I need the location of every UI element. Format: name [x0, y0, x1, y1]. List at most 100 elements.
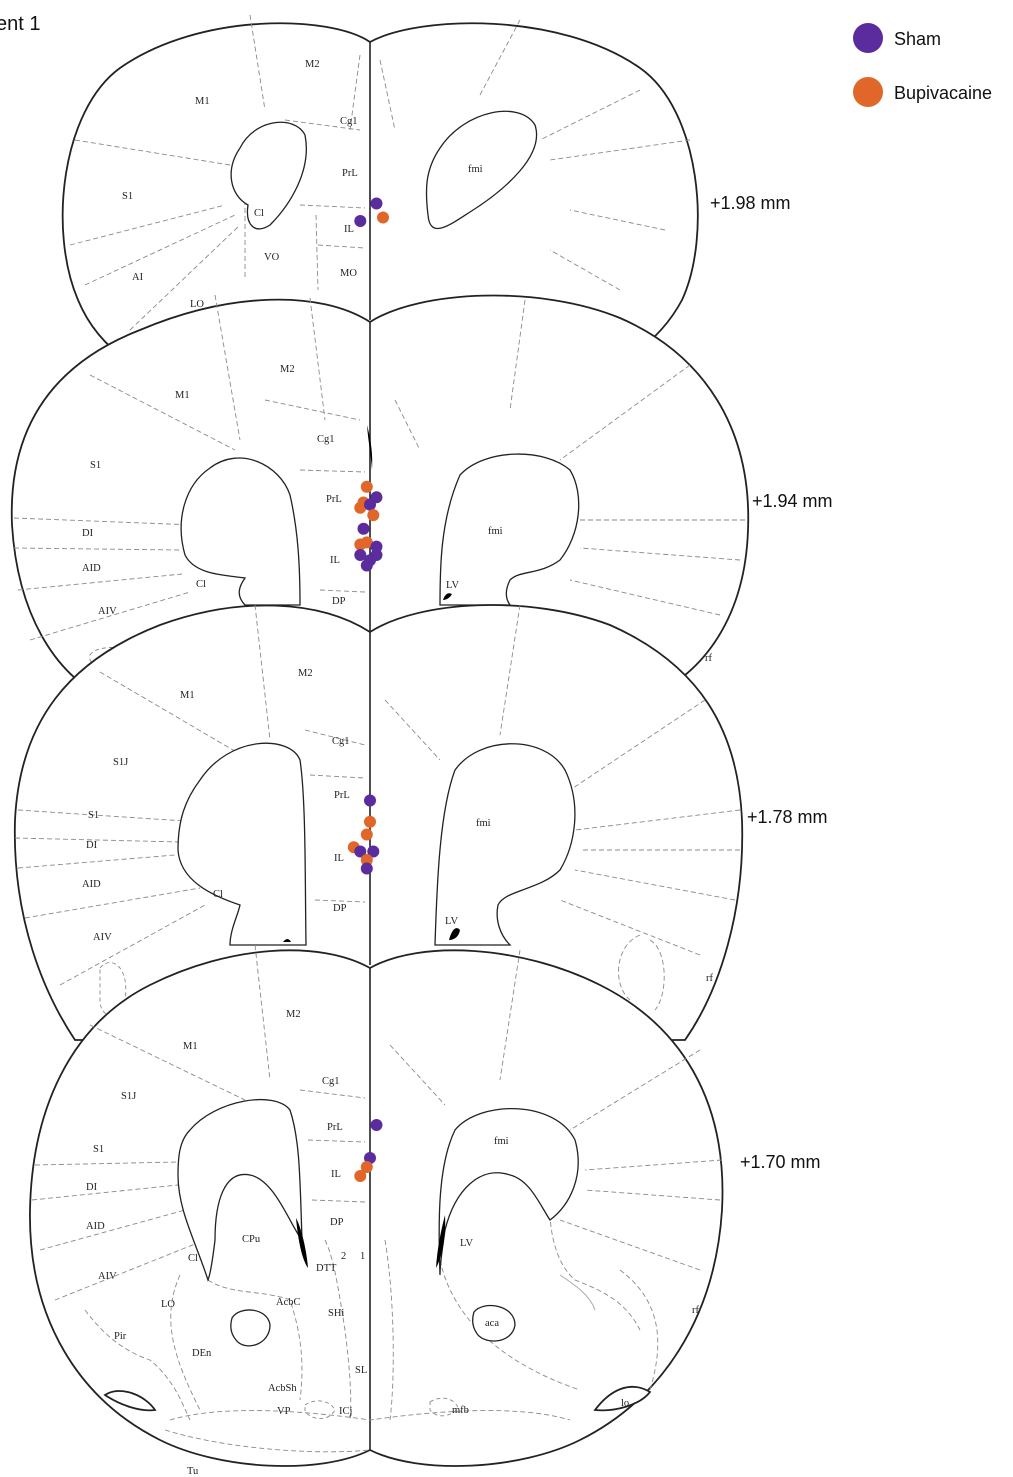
- section-178-labels: M2 M1 Cg1 S1J PrL S1 fmi DI IL AID Cl DP…: [82, 668, 713, 984]
- region-label: S1J: [121, 1091, 136, 1102]
- region-label: M2: [305, 59, 320, 70]
- region-label: M1: [183, 1041, 198, 1052]
- region-label: DEn: [192, 1348, 212, 1359]
- region-label: Cl: [254, 208, 264, 219]
- region-label: rf: [692, 1305, 699, 1316]
- legend-bupivacaine-marker: [853, 77, 883, 107]
- placement-marker-bupivacaine: [377, 211, 389, 224]
- section-198-fmi-right: [425, 110, 538, 229]
- region-label: S1: [122, 191, 133, 202]
- region-label: DI: [82, 528, 94, 539]
- region-label: LO: [190, 299, 204, 310]
- region-label: S1: [93, 1144, 104, 1155]
- placement-marker-sham: [370, 1119, 383, 1131]
- region-label: SL: [355, 1365, 367, 1376]
- section-198-fmi-left: [230, 121, 307, 230]
- region-label: Cl: [213, 889, 223, 900]
- section-194-fmi-left: [180, 457, 301, 606]
- legend-sham-label: Sham: [894, 29, 941, 49]
- placement-marker-bupivacaine: [354, 1170, 367, 1182]
- section-178-fmi-left: [177, 742, 307, 946]
- region-label: Cg1: [317, 434, 335, 445]
- region-label: IL: [331, 1169, 341, 1180]
- region-label: DTT: [316, 1263, 337, 1274]
- region-label: AID: [86, 1221, 105, 1232]
- region-label: Pir: [114, 1331, 127, 1342]
- region-label: IL: [330, 555, 340, 566]
- region-label: PrL: [326, 494, 342, 505]
- section-178-fmi-right: [434, 743, 576, 946]
- region-label: LO: [161, 1299, 175, 1310]
- placement-marker-bupivacaine: [360, 480, 373, 493]
- region-label: M1: [180, 690, 195, 701]
- section-170: M2 M1 Cg1 S1J PrL S1 fmi IL DI AID DP CP…: [29, 944, 821, 1477]
- region-label: AID: [82, 563, 101, 574]
- region-label: Cl: [196, 579, 206, 590]
- region-label: AcbSh: [268, 1383, 297, 1394]
- legend: Sham Bupivacaine: [853, 23, 992, 107]
- section-170-fmi-left: [177, 1098, 303, 1282]
- region-label: DI: [86, 840, 98, 851]
- section-170-outline: [29, 949, 724, 1467]
- region-label: S1J: [113, 757, 128, 768]
- region-label: S1: [90, 460, 101, 471]
- region-label: M2: [298, 668, 313, 679]
- region-label: 1: [360, 1251, 365, 1262]
- region-label: VO: [264, 252, 280, 263]
- placement-marker-sham: [370, 540, 383, 553]
- placement-marker-sham: [354, 215, 367, 227]
- region-label: AI: [132, 272, 144, 283]
- region-label: PrL: [342, 168, 358, 179]
- placement-marker-sham: [364, 498, 376, 511]
- placement-marker-sham: [370, 197, 383, 210]
- section-178-outline: [13, 604, 744, 1041]
- section-194-level: +1.94 mm: [752, 491, 833, 511]
- placement-marker-bupivacaine: [367, 509, 380, 522]
- region-label: MO: [340, 268, 357, 279]
- section-198-labels: M2 M1 Cg1 PrL S1 fmi Cl IL VO MO AI LO: [122, 59, 483, 310]
- region-label: AID: [82, 879, 101, 890]
- region-label: fmi: [468, 164, 483, 175]
- legend-sham-marker: [853, 23, 883, 53]
- region-label: LV: [460, 1238, 473, 1249]
- placement-marker-sham: [364, 794, 376, 807]
- region-label: SHi: [328, 1308, 344, 1319]
- region-label: lo: [621, 1398, 629, 1409]
- placement-marker-bupivacaine: [364, 815, 376, 828]
- region-label: M1: [175, 390, 190, 401]
- region-label: M1: [195, 96, 210, 107]
- region-label: AIV: [98, 606, 117, 617]
- region-label: PrL: [327, 1122, 343, 1133]
- placement-marker-sham: [354, 549, 367, 561]
- placement-marker-sham: [370, 549, 383, 561]
- region-label: AIV: [93, 932, 112, 943]
- figure-title: ent 1: [0, 13, 40, 35]
- legend-bupivacaine-label: Bupivacaine: [894, 83, 992, 103]
- region-label: mfb: [452, 1405, 469, 1416]
- region-label: AIV: [98, 1271, 117, 1282]
- region-label: Cl: [188, 1253, 198, 1264]
- section-198-level: +1.98 mm: [710, 193, 791, 213]
- region-label: CPu: [242, 1234, 261, 1245]
- placement-marker-bupivacaine: [360, 828, 373, 841]
- region-label: DP: [330, 1217, 344, 1228]
- placement-marker-sham: [367, 845, 380, 858]
- region-label: LV: [446, 580, 459, 591]
- region-label: fmi: [494, 1136, 509, 1147]
- region-label: fmi: [488, 526, 503, 537]
- section-194-labels: M2 M1 Cg1 S1 PrL DI fmi AID IL Cl LV AIV…: [82, 364, 712, 664]
- region-label: PrL: [334, 790, 350, 801]
- section-170-level: +1.70 mm: [740, 1152, 821, 1172]
- placement-marker-sham: [357, 522, 370, 535]
- region-label: DP: [333, 903, 347, 914]
- section-178: M2 M1 Cg1 S1J PrL S1 fmi DI IL AID Cl DP…: [13, 604, 828, 1041]
- region-label: LV: [445, 916, 458, 927]
- region-label: VP: [277, 1406, 291, 1417]
- section-178-level: +1.78 mm: [747, 807, 828, 827]
- placement-marker-bupivacaine: [360, 854, 373, 866]
- placement-marker-sham: [364, 1152, 376, 1164]
- region-label: Cg1: [332, 736, 350, 747]
- region-label: M2: [286, 1009, 301, 1020]
